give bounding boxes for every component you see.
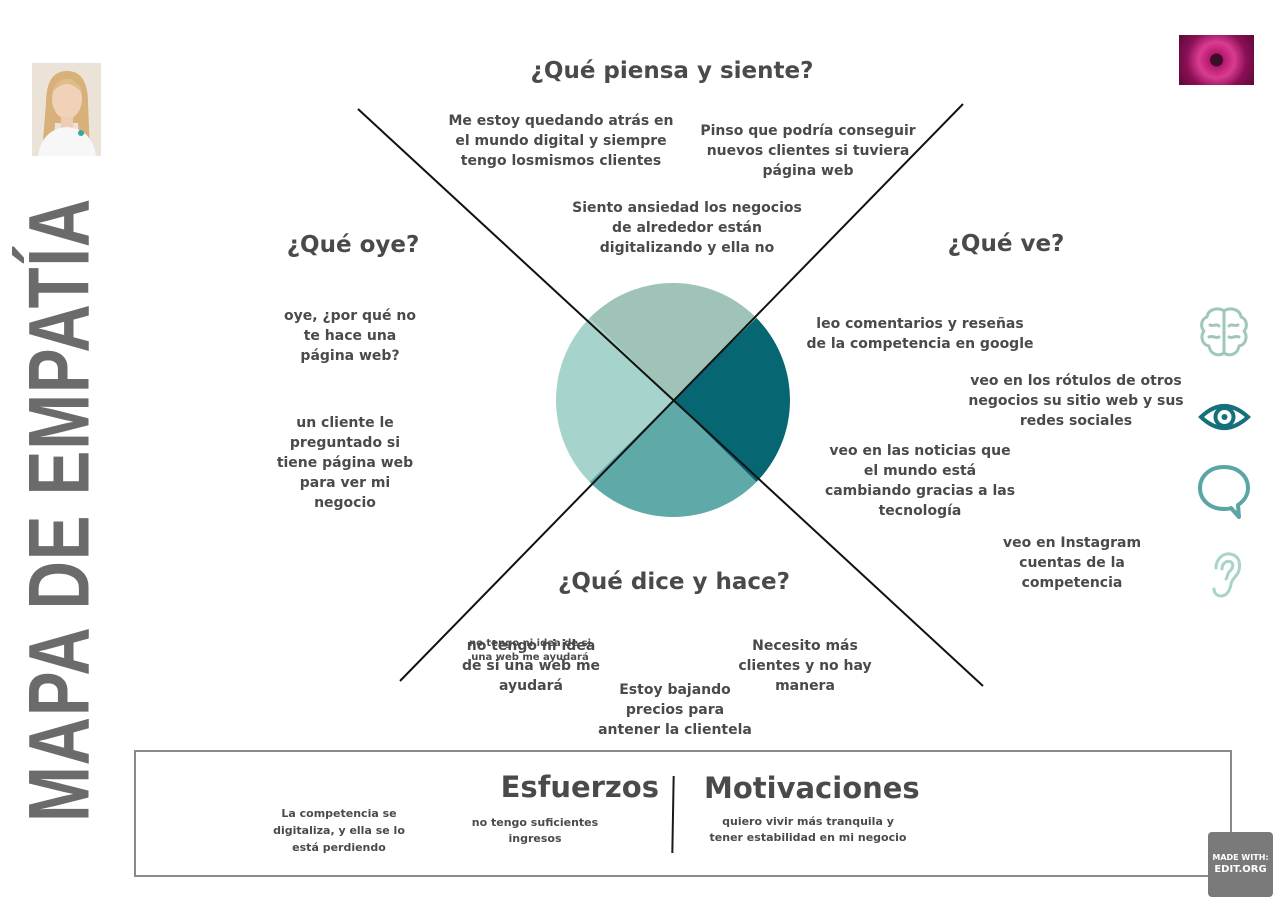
heading-says: ¿Qué dice y hace? <box>558 569 790 595</box>
note-thinks-2: Pinso que podría conseguir nuevos client… <box>700 123 916 179</box>
note-sees-3: veo en las noticias que el mundo está ca… <box>824 443 1016 519</box>
heading-thinks: ¿Qué piensa y siente? <box>530 58 814 84</box>
heading-hears: ¿Qué oye? <box>286 232 420 258</box>
flower-image <box>1179 35 1254 85</box>
heading-motivations: Motivaciones <box>704 771 920 805</box>
note-says-1: no tengo ni idea de si una web me ayudar… <box>461 638 601 694</box>
made-with-badge[interactable]: MADE WITH: EDIT.ORG <box>1208 832 1273 897</box>
quadrant-top <box>556 283 790 400</box>
quadrant-bottom <box>556 400 790 517</box>
note-sees-2: veo en los rótulos de otros negocios su … <box>968 373 1184 429</box>
note-motivations-1: quiero vivir más tranquila y tener estab… <box>709 815 907 844</box>
diagonal-line-2 <box>399 103 964 682</box>
quadrant-right <box>673 283 790 517</box>
note-hears-2: un cliente le preguntado si tiene página… <box>276 415 414 511</box>
note-sees-4: veo en Instagram cuentas de la competenc… <box>1002 535 1142 591</box>
note-thinks-3: Siento ansiedad los negocios de alrededo… <box>572 200 802 256</box>
note-sees-1: leo comentarios y reseñas de la competen… <box>806 316 1034 352</box>
heading-efforts: Esfuerzos <box>500 770 659 804</box>
note-says-1-overlay: no tengo ni idea de si una web me ayudar… <box>468 638 592 663</box>
note-efforts-1: La competencia se digitaliza, y ella se … <box>273 807 405 854</box>
badge-line1: MADE WITH: <box>1212 853 1269 862</box>
avatar <box>32 63 101 156</box>
note-thinks-1: Me estoy quedando atrás en el mundo digi… <box>448 113 674 169</box>
eye-icon <box>1198 404 1251 430</box>
brain-icon <box>1200 307 1248 357</box>
heading-sees: ¿Qué ve? <box>947 231 1065 257</box>
note-hears-1: oye, ¿por qué no te hace una página web? <box>284 308 416 364</box>
note-efforts-2: no tengo suficientes ingresos <box>471 816 599 845</box>
note-says-3: Estoy bajando precios para antener la cl… <box>598 682 752 738</box>
quadrant-left <box>556 283 673 517</box>
diagonal-line-1 <box>357 108 984 687</box>
note-says-2: Necesito más clientes y no hay manera <box>738 638 872 694</box>
ear-icon <box>1212 552 1242 598</box>
efforts-motivations-panel <box>134 750 1232 877</box>
speech-bubble-icon <box>1198 465 1250 519</box>
badge-line2: EDIT.ORG <box>1214 864 1267 875</box>
